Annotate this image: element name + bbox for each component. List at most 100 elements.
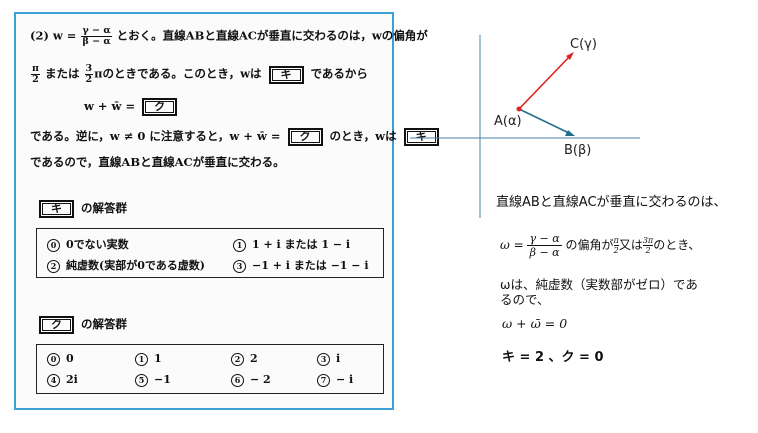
when-text: のとき、 [653,238,701,252]
answer-box-ku[interactable]: ク [142,98,178,116]
three-pi-over-2-num: 3π [642,236,654,246]
w-fraction-denominator: β − α [82,36,111,47]
ku-label-text: の解答群 [81,317,128,331]
ki-option-2-text: 純虚数(実部が0である虚数) [66,259,205,272]
ki-options-box: 0 0でない実数 1 1 + i または 1 − i 2 純虚数(実部が0である虚数)… [36,228,384,278]
ku-label-box: ク [39,316,74,334]
omega-fraction-numerator: γ − α [527,232,562,246]
ki-label-text: の解答群 [81,201,128,215]
ku-option-7-text: − i [336,373,354,386]
w-fraction-numerator: γ − α [81,25,112,37]
circled-number-0: 0 [47,238,60,252]
problem-line-1-text: とおく。直線ABと直線ACが垂直に交わるのは，wの偏角が [116,28,428,43]
ki-option-1[interactable]: 1 1 + i または 1 − i [233,236,350,252]
problem-line-2-end: であるから [310,66,368,81]
ku-option-7[interactable]: 7 − i [317,373,353,387]
problem-line-3: w + w̄ = ク [84,98,180,116]
ku-option-2-text: 2 [250,352,258,365]
point-a [516,106,522,112]
pi-over-2-num: π [613,236,619,246]
ki-option-3-text: −1 + i または −1 − i [252,259,369,272]
three-half-numerator: 3 [84,63,94,75]
vector-ac-arrowhead [566,52,574,60]
or-text: 又は [618,238,643,252]
w-plus-conj-expr: w + w̄ = [84,99,136,113]
circled-number-3: 3 [317,352,330,366]
omega-fraction-denominator: β − α [529,246,560,259]
ku-option-5-text: −1 [154,373,171,386]
circled-number-5: 5 [135,373,148,387]
ku-option-5[interactable]: 5 −1 [135,373,171,387]
label-a: A(α) [494,114,522,129]
problem-line-1-lead: (2) w = [30,28,77,43]
solution-line-3b: るので、 [500,292,550,307]
problem-line-4: である。逆に，w ≠ 0 に注意すると，w + w̄ = ク のとき，wは キ [30,128,442,146]
answer-box-ku-ref[interactable]: ク [287,128,323,146]
solution-line-3a: ωは、純虚数（実数部がゼロ）であ [500,277,698,292]
ki-label-box: キ [39,200,74,218]
vector-ab [518,108,572,135]
pi-half-numerator: π [31,63,40,75]
circled-number-6: 6 [231,373,244,387]
ki-option-1-text: 1 + i または 1 − i [252,238,351,251]
problem-line-4-mid: のとき，wは [329,129,397,143]
circled-number-0: 0 [47,352,60,366]
vector-diagram: A(α) B(β) C(γ) [410,35,640,218]
vector-ac [518,54,572,110]
ku-option-6[interactable]: 6 − 2 [231,373,271,387]
pi-half-denominator: 2 [32,74,39,85]
label-b: B(β) [564,143,591,158]
three-pi-over-2-den: 2 [645,246,651,255]
answer-box-ki-ref[interactable]: キ [403,128,439,146]
solution-equation: ω + ω̄ = 0 [502,316,568,331]
ku-option-1-text: 1 [154,352,162,365]
ku-option-4-text: 2i [66,373,78,386]
ku-option-0-text: 0 [66,352,74,365]
ki-option-2[interactable]: 2 純虚数(実部が0である虚数) [47,257,205,273]
problem-line-2-text: πのときである。このとき，wは [94,66,262,81]
circled-number-4: 4 [47,373,60,387]
circled-number-7: 7 [317,373,330,387]
pi-over-2-den: 2 [613,246,619,255]
ki-group-label: キ の解答群 [36,200,127,218]
problem-line-5-text: であるので，直線ABと直線ACが垂直に交わる。 [30,155,285,169]
problem-line-2-or: または [44,66,80,81]
omega-equals: ω = [500,238,524,252]
argument-text: の偏角が [565,238,614,252]
vector-ab-arrowhead [565,130,575,136]
solution-line-1: 直線ABと直線ACが垂直に交わるのは、 [496,195,727,210]
ki-option-0-text: 0でない実数 [66,238,129,251]
ki-option-3[interactable]: 3 −1 + i または −1 − i [233,257,369,273]
solution-answer: キ = 2 、ク = 0 [502,350,604,365]
ku-group-label: ク の解答群 [36,316,127,334]
label-c: C(γ) [570,37,597,52]
circled-number-2: 2 [231,352,244,366]
ku-option-3-text: i [336,352,341,365]
circled-number-2: 2 [47,259,60,273]
ku-option-6-text: − 2 [250,373,271,386]
circled-number-1: 1 [135,352,148,366]
circled-number-3: 3 [233,259,246,273]
problem-line-5: であるので，直線ABと直線ACが垂直に交わる。 [30,154,285,170]
circled-number-1: 1 [233,238,246,252]
ki-option-0[interactable]: 0 0でない実数 [47,236,129,252]
answer-box-ki[interactable]: キ [268,65,304,84]
ku-option-4[interactable]: 4 2i [47,373,78,387]
three-half-denominator: 2 [85,74,93,85]
problem-line-4-text: である。逆に，w ≠ 0 に注意すると，w + w̄ = [30,129,281,143]
